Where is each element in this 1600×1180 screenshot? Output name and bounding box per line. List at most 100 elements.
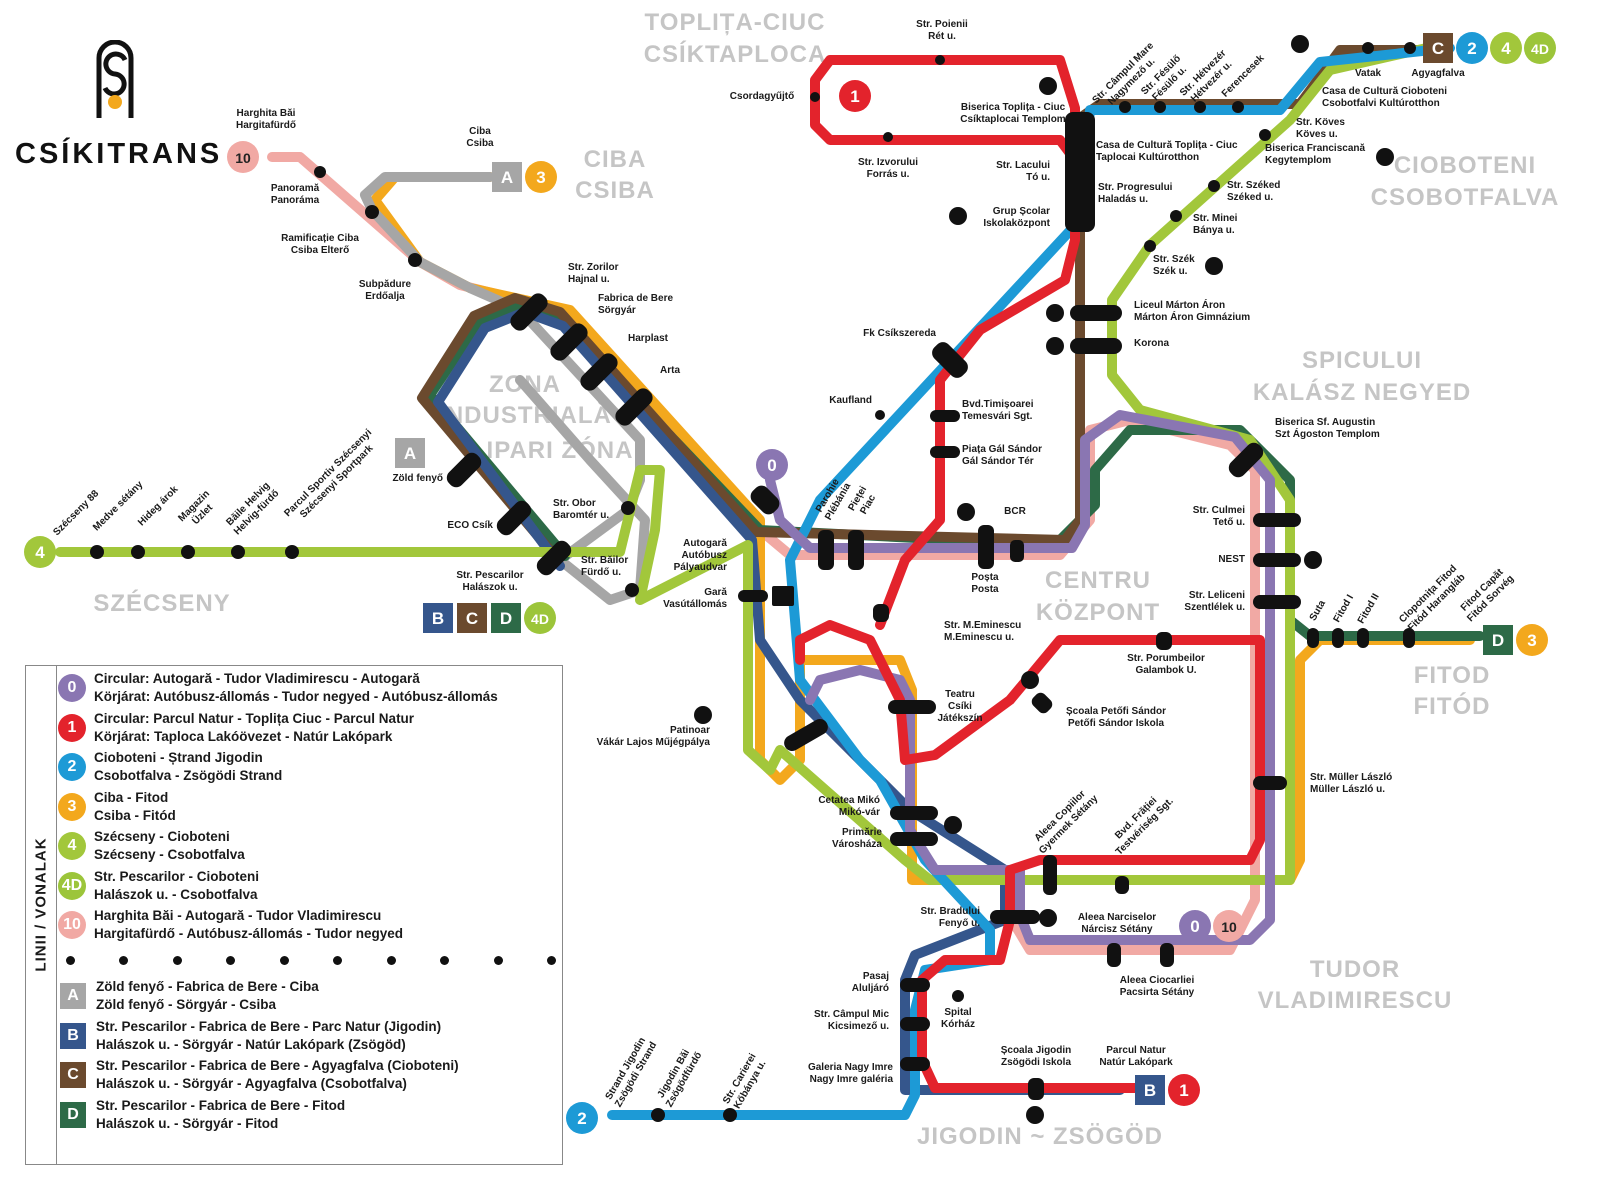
stop-label: Fk Csíkszereda [863, 328, 936, 339]
svg-text:D: D [500, 609, 512, 628]
legend-badge: 0 [58, 674, 86, 702]
stop-label: BCR [1004, 506, 1026, 517]
district-szecseny: SZÉCSENY [93, 589, 230, 617]
legend-badge: 3 [58, 792, 86, 821]
stop-bar [1253, 595, 1301, 609]
route-1 [795, 55, 1265, 1093]
school-icon [1026, 1106, 1044, 1124]
district-ciba-ro: CIBA [584, 146, 647, 173]
freight-badge: C [1423, 33, 1453, 63]
stop-bar [1253, 776, 1287, 790]
stop-dot [1232, 101, 1244, 113]
stop-label: Parcul Sportiv SzécsenyiSzécsenyi Sportp… [282, 427, 383, 528]
legend-badge: C [60, 1062, 86, 1088]
stop-bar [784, 719, 828, 751]
stop-bar [615, 388, 653, 426]
district-tudor-1: TUDOR [1310, 956, 1400, 983]
stop-dot [1362, 42, 1374, 54]
legend-title: LINII / VONALAK [32, 837, 50, 972]
stop-bar [1028, 1078, 1044, 1100]
district-fitod-ro: FITOD [1414, 662, 1491, 689]
stop-bar [818, 530, 834, 570]
line-badge: 10 [227, 141, 259, 173]
stop-label: Csordagyűjtő [730, 91, 794, 102]
district-ciba-hu: CSIBA [575, 177, 655, 204]
stop-label: Fitod II [1356, 592, 1382, 626]
stop-label: Jigodin BăiZsögödfürdő [654, 1044, 705, 1109]
stop-dot [1119, 101, 1131, 113]
stop-dot [231, 545, 245, 559]
svg-text:A: A [501, 168, 513, 187]
line-badge: 2 [566, 1102, 598, 1134]
stop-bar [1357, 628, 1369, 648]
district-centru-ro: CENTRU [1045, 567, 1151, 594]
stop-label: Fitod I [1332, 593, 1357, 625]
district-cioboteni-ro: CIOBOTENI [1394, 152, 1536, 179]
legend-text: Circular: Autogară - Tudor Vladimirescu … [94, 671, 498, 704]
route-0 [765, 410, 1275, 945]
legend-text: Circular: Parcul Natur - Toplița Ciuc - … [94, 710, 415, 744]
stop-bar [1403, 628, 1415, 648]
legend-text: Str. Pescarilor - Fabrica de Bere - Parc… [96, 1018, 442, 1052]
stop-bar [1115, 876, 1129, 894]
stop-label: Szécseny 88 [51, 488, 101, 538]
stop-bar [890, 832, 938, 846]
route-4 [55, 40, 1445, 885]
stop-label: Suta [1308, 598, 1329, 623]
legend-panel: LINII / VONALAK 0 Circular: Autogară - Tu… [25, 665, 563, 1165]
svg-text:C: C [466, 609, 478, 628]
legend-separator [66, 956, 556, 965]
school-icon [944, 816, 962, 834]
stop-bar [1253, 553, 1301, 567]
stop-label: Clopotnița FitodFitód Harangláb [1397, 563, 1467, 633]
stop-bar [848, 530, 864, 570]
stop-dot [883, 132, 893, 142]
svg-text:4: 4 [1501, 39, 1511, 58]
stop-label: Harplast [628, 333, 669, 344]
freight-badge: C [457, 603, 487, 633]
school-icon [694, 706, 712, 724]
district-spicului-ro: SPICULUI [1302, 347, 1422, 374]
stop-bar [1070, 338, 1122, 354]
stop-label: Arta [660, 365, 680, 376]
stop-dot [408, 253, 422, 267]
stop-bar [932, 342, 968, 378]
stop-bar [510, 293, 548, 331]
stop-bar [1070, 305, 1122, 321]
line-badge: 3 [525, 161, 557, 193]
svg-text:2: 2 [577, 1109, 586, 1128]
svg-text:C: C [1432, 39, 1444, 58]
stop-dot [651, 1108, 665, 1122]
stop-bar [1160, 943, 1174, 967]
freight-badge: D [1483, 625, 1513, 655]
